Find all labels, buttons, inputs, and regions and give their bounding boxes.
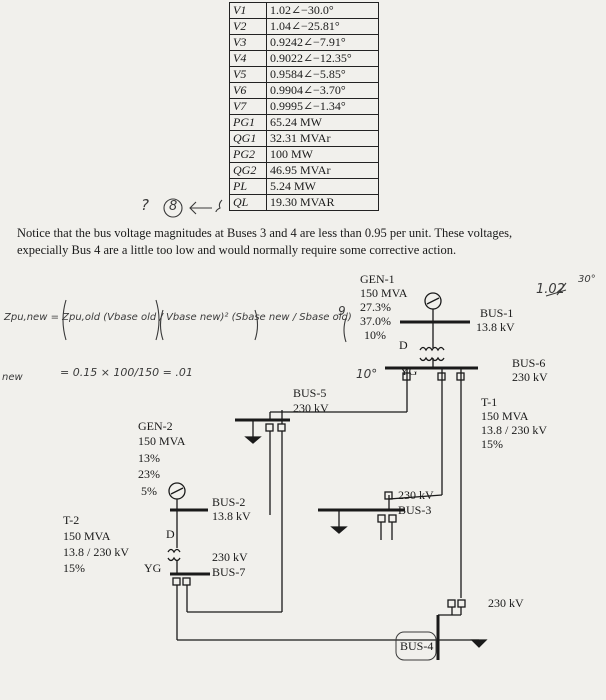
table-symbol: V3	[229, 34, 267, 51]
handwritten-angle-mark	[556, 282, 567, 296]
t1-yg-label: YG	[400, 364, 418, 378]
t2-coil-top	[167, 548, 181, 554]
t1-label: T-1	[481, 395, 498, 409]
handwritten-paren-left-2	[159, 309, 164, 341]
bus3-kv: 230 kV	[398, 488, 434, 502]
table-symbol: QL	[229, 194, 267, 211]
gen2-x0: 5%	[141, 484, 157, 498]
bus2-kv: 13.8 kV	[212, 509, 251, 523]
bus1-kv: 13.8 kV	[476, 320, 515, 334]
t2-delta-label: D	[166, 527, 175, 541]
table-value: 46.95 MVAr	[266, 162, 379, 179]
t1-mva: 150 MVA	[481, 409, 529, 423]
t2-mva: 150 MVA	[63, 529, 111, 543]
gen2-x2: 23%	[138, 467, 160, 481]
table-value: 0.9242∠−7.91°	[266, 34, 379, 51]
gen2-mva: 150 MVA	[138, 434, 186, 448]
bus5-kv: 230 kV	[293, 401, 329, 415]
gen1-x2: 37.0%	[360, 314, 391, 328]
gen2-x1: 13%	[138, 451, 160, 465]
notice-line-2: expecially Bus 4 are a little too low an…	[17, 243, 457, 257]
handwritten-paren-right-2	[254, 309, 259, 341]
gen1-x0: 10%	[364, 328, 386, 342]
table-value: 0.9584∠−5.85°	[266, 66, 379, 83]
bus1-label: BUS-1	[480, 306, 514, 320]
bus3-load-arrow	[330, 526, 348, 534]
bus2-label: BUS-2	[212, 495, 246, 509]
gen1-x1: 27.3%	[360, 300, 391, 314]
handwritten-angle-10: 10°	[356, 367, 378, 381]
bus3-label: BUS-3	[398, 503, 432, 517]
bus5-label: BUS-5	[293, 386, 327, 400]
bus7-kv: 230 kV	[212, 550, 248, 564]
t1-impedance: 15%	[481, 437, 503, 451]
handwritten-voltage: 1.02	[536, 282, 565, 297]
handwritten-bracket	[343, 317, 347, 343]
table-symbol: QG1	[229, 130, 267, 147]
table-value: 100 MW	[266, 146, 379, 163]
handwritten-number-8: 8	[169, 199, 178, 214]
gen1-mva: 150 MVA	[360, 286, 408, 300]
notice-paragraph: Notice that the bus voltage magnitudes a…	[17, 225, 597, 259]
table-value: 32.31 MVAr	[266, 130, 379, 147]
table-value: 0.9995∠−1.34°	[266, 98, 379, 115]
notice-line-1: Notice that the bus voltage magnitudes a…	[17, 226, 513, 240]
bus6-label: BUS-6	[512, 356, 546, 370]
t2-coil-bottom	[167, 556, 181, 562]
handwritten-question: ?	[141, 196, 149, 214]
gen2-label: GEN-2	[138, 419, 173, 433]
handwritten-formula: Zpu,new = Zpu,old (Vbase old / Vbase new…	[4, 312, 352, 323]
handwritten-angle: 30°	[578, 274, 596, 285]
bus4-kv: 230 kV	[488, 596, 524, 610]
bus4-load-arrow	[470, 639, 488, 648]
table-symbol: QG2	[229, 162, 267, 179]
t1-delta-label: D	[399, 338, 408, 352]
gen1-label: GEN-1	[360, 272, 395, 286]
table-value: 65.24 MW	[266, 114, 379, 131]
bus4-label: BUS-4	[400, 639, 434, 653]
handwritten-number-9: 9	[338, 304, 346, 318]
table-value: 19.30 MVAR	[266, 194, 379, 211]
t1-coil-top	[419, 346, 445, 352]
t2-impedance: 15%	[63, 561, 85, 575]
handwritten-new: new	[2, 372, 23, 383]
handwritten-paren-right	[155, 299, 160, 341]
bus7-label: BUS-7	[212, 565, 246, 579]
t2-ratio: 13.8 / 230 kV	[63, 545, 129, 559]
t1-coil-bottom	[419, 356, 445, 362]
handwritten-brace	[215, 199, 223, 213]
bus6-kv: 230 kV	[512, 370, 548, 384]
bus5-load-arrow	[244, 436, 262, 444]
table-symbol: V7	[229, 98, 267, 115]
handwritten-underline	[545, 289, 567, 297]
t1-ratio: 13.8 / 230 kV	[481, 423, 547, 437]
handwritten-paren-left	[62, 299, 67, 341]
t2-label: T-2	[63, 513, 80, 527]
t2-yg-label: YG	[144, 561, 162, 575]
handwritten-calculation: = 0.15 × 100/150 = .01	[60, 366, 193, 379]
handwritten-arrow	[189, 201, 212, 215]
handwritten-circle-8	[163, 198, 183, 218]
